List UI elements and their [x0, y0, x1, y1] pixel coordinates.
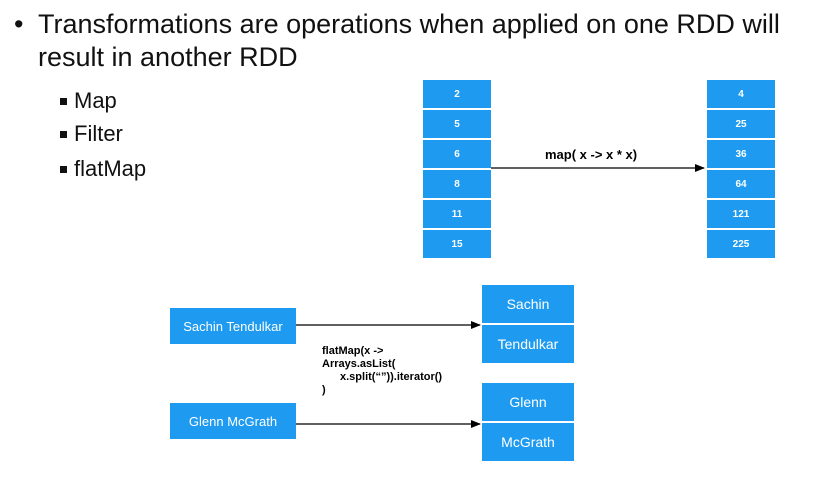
- flatmap-label-line: flatMap(x ->: [322, 345, 384, 357]
- flatmap-input-glenn-mcgrath: Glenn McGrath: [170, 403, 296, 439]
- sub-item-flatmap: flatMap: [74, 156, 147, 181]
- flatmap-output-cell: Glenn: [482, 383, 574, 421]
- flatmap-output-cell: McGrath: [482, 423, 574, 461]
- sub-item-map: Map: [74, 88, 117, 113]
- flatmap-output-cell: Tendulkar: [482, 325, 574, 363]
- map-output-cell: 36: [707, 140, 775, 168]
- flatmap-output-cell: Sachin: [482, 285, 574, 323]
- sub-bullet-marker: [60, 131, 67, 138]
- sub-bullet-marker: [60, 166, 67, 173]
- sub-item-filter: Filter: [74, 121, 123, 146]
- map-function-label: map( x -> x * x): [545, 147, 638, 162]
- map-output-cell: 25: [707, 110, 775, 138]
- flatmap-input-sachin-tendulkar: Sachin Tendulkar: [170, 308, 296, 344]
- map-output-cell: 225: [707, 230, 775, 258]
- map-input-cell: 8: [423, 170, 491, 198]
- sub-bullet-list: Map Filter flatMap: [0, 0, 300, 200]
- map-input-cell: 6: [423, 140, 491, 168]
- flatmap-label-line: x.split(“”)).iterator(): [340, 371, 443, 383]
- map-output-cell: 64: [707, 170, 775, 198]
- main-bullet-text: Transformations are operations when appl…: [38, 9, 780, 72]
- sub-bullet-marker: [60, 98, 67, 105]
- flatmap-label-line: Arrays.asList(: [322, 358, 396, 370]
- map-output-cell: 121: [707, 200, 775, 228]
- map-output-cell: 4: [707, 80, 775, 108]
- map-input-cell: 11: [423, 200, 491, 228]
- map-input-cell: 2: [423, 80, 491, 108]
- map-input-cell: 5: [423, 110, 491, 138]
- flatmap-function-label: flatMap(x -> Arrays.asList( x.split(“”))…: [322, 345, 442, 397]
- bullet-glyph: •: [14, 9, 24, 39]
- flatmap-label-line: ): [322, 384, 326, 396]
- map-input-cell: 15: [423, 230, 491, 258]
